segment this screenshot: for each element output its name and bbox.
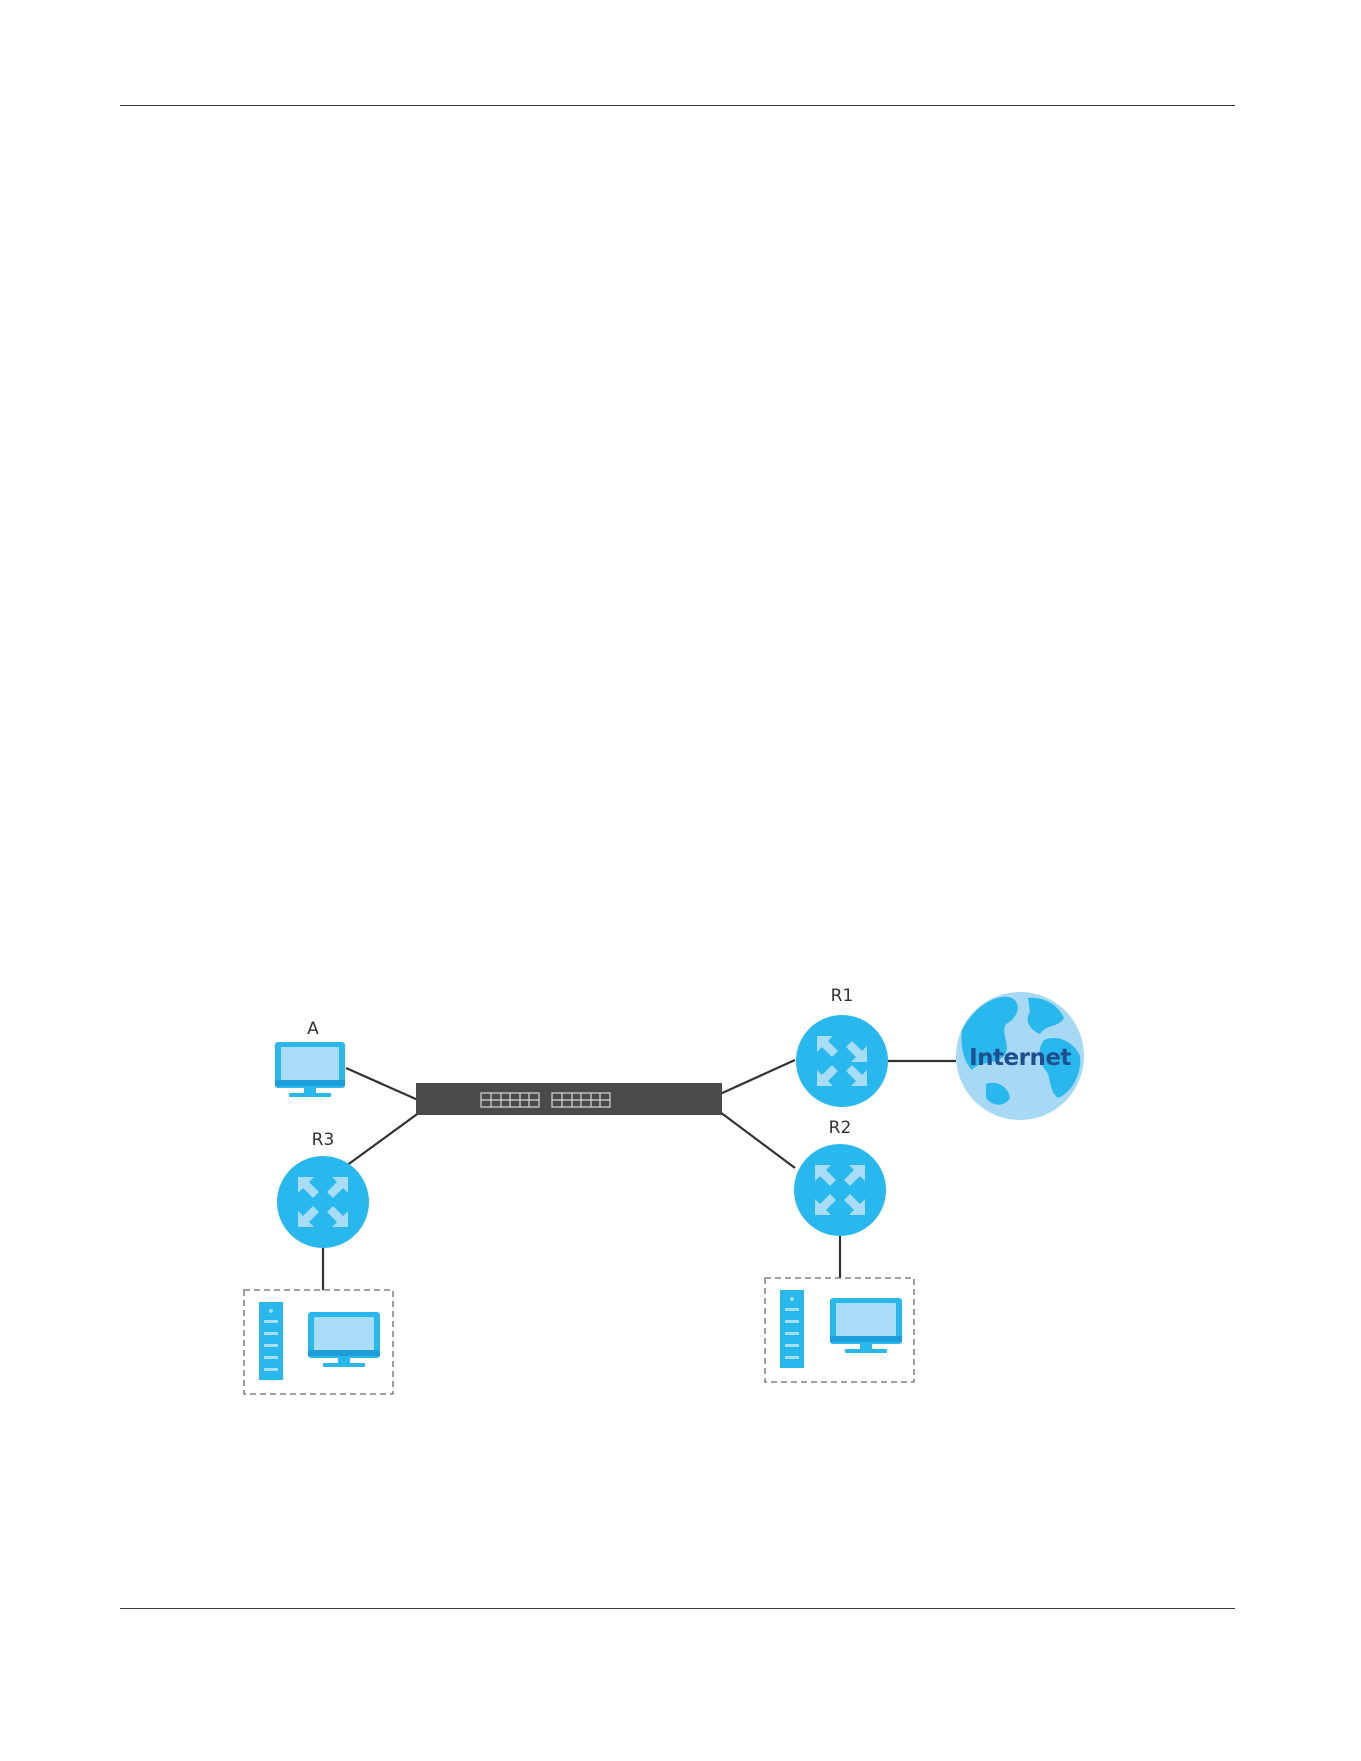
link-switch-r1 — [720, 1060, 795, 1094]
router-r2-label: R2 — [829, 1118, 852, 1138]
router-icon — [796, 1015, 888, 1107]
lan-group-r2 — [765, 1278, 914, 1382]
router-r1-label: R1 — [831, 986, 854, 1006]
server-icon — [780, 1290, 804, 1368]
router-icon — [794, 1144, 886, 1236]
server-icon — [259, 1302, 283, 1380]
internet-cloud: Internet — [956, 992, 1084, 1120]
link-a-switch — [346, 1068, 418, 1100]
router-r2: R2 — [794, 1118, 886, 1236]
switch-icon — [416, 1083, 722, 1115]
router-r3: R3 — [277, 1130, 369, 1248]
router-r1: R1 — [796, 986, 888, 1107]
computer-icon — [830, 1298, 902, 1353]
computer-a-label: A — [307, 1019, 319, 1039]
router-icon — [277, 1156, 369, 1248]
link-switch-r2 — [720, 1112, 795, 1168]
link-r3-switch — [346, 1112, 420, 1166]
computer-icon — [308, 1312, 380, 1367]
switch — [416, 1083, 722, 1115]
lan-group-r3 — [244, 1290, 393, 1394]
computer-a: A — [275, 1019, 345, 1097]
router-r3-label: R3 — [312, 1130, 335, 1150]
computer-icon — [275, 1042, 345, 1097]
internet-label: Internet — [969, 1045, 1071, 1071]
